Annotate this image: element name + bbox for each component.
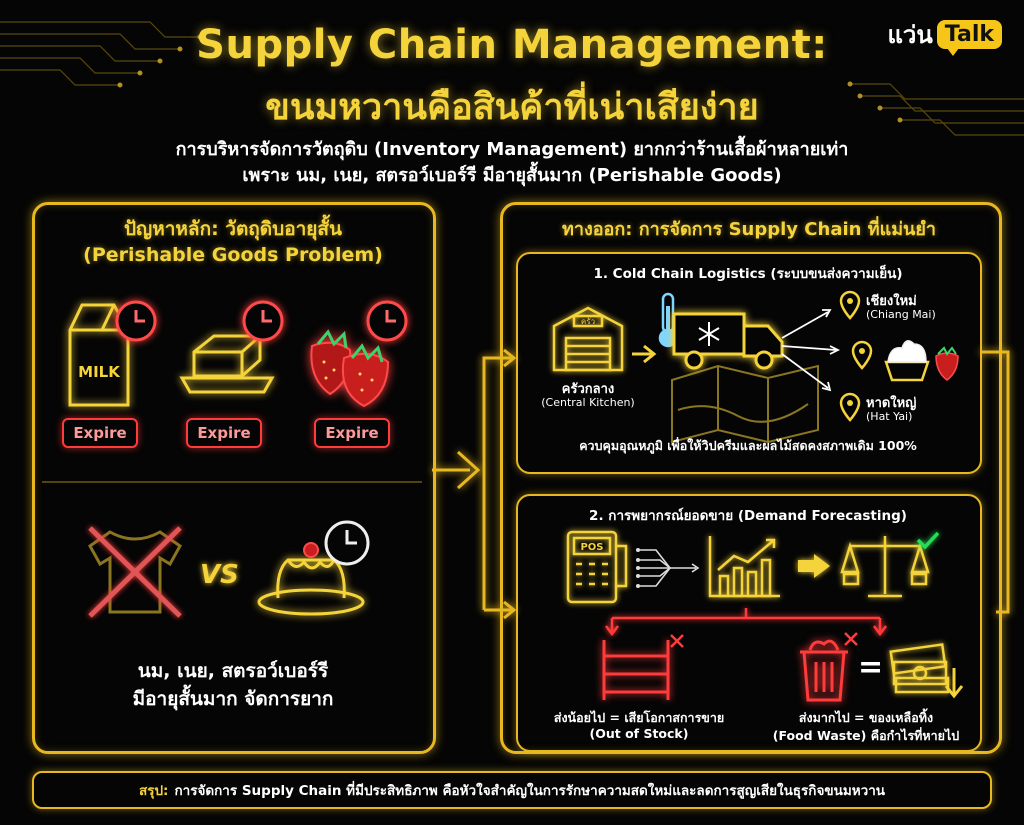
subtitle-line1: การบริหารจัดการวัตถุดิบ (Inventory Manag… [175,139,849,160]
under-supply-line2: (Out of Stock) [589,726,689,741]
problem-panel [32,202,436,754]
strawberry-icon [310,329,390,408]
dessert-icon [257,542,365,616]
clock-icon-strawberry [366,300,408,342]
brand-logo: แว่น Talk [887,14,1002,56]
cold-chain-title: 1. Cold Chain Logistics (ระบบขนส่งความเย… [593,266,903,282]
location-pin-icon-hatyai [839,392,861,422]
brand-text: แว่น [887,20,933,49]
vs-label: VS [200,560,239,590]
destination-hatyai-th: หาดใหญ่ [866,396,917,411]
location-pin-icon-chiangmai [839,290,861,320]
expire-badge-strawberry: Expire [314,418,390,448]
crossed-shirt-icon [88,526,182,618]
equals-sign: = [858,650,884,685]
page-title-line1: Supply Chain Management: [196,22,828,68]
balance-scale-icon [840,536,930,598]
pos-label: POS [580,542,603,553]
refrigerated-truck-icon [672,312,784,370]
kitchen-label-th: ครัวกลาง [561,382,615,397]
solution-heading: ทางออก: การจัดการ Supply Chain ที่แม่นยำ [561,219,937,240]
clock-icon-dessert [324,520,370,566]
location-pin-icon-middle [851,340,873,370]
problem-caption-line1: นม, เนย, สตรอว์เบอร์รี [137,660,329,682]
clock-icon-butter [242,300,284,342]
cold-chain-panel [516,252,982,474]
waste-bin-icon [800,639,848,702]
money-loss-icon [889,643,964,699]
brand-badge: Talk [936,19,1002,56]
divider [42,481,422,483]
whipped-cream-dessert-icon [884,340,930,382]
page-title-line2: ขนมหวานคือสินค้าที่เน่าเสียง่าย [265,87,759,128]
summary-bar: สรุป: การจัดการ Supply Chain ที่มีประสิท… [32,771,992,809]
cross-icon-shelf [670,634,684,648]
problem-heading-th: ปัญหาหลัก: วัตถุดิบอายุสั้น [123,218,343,240]
arrow-right-icon [632,344,657,364]
map-icon [671,364,819,444]
milk-label: MILK [78,363,121,381]
kitchen-label-en: (Central Kitchen) [541,396,635,409]
data-stream-icon [636,548,700,588]
subtitle-line2: เพราะ นม, เนย, สตรอว์เบอร์รี มีอายุสั้นม… [242,165,782,186]
cross-icon-bin [844,632,858,646]
forecast-panel [516,494,982,752]
summary-text: การจัดการ Supply Chain ที่มีประสิทธิภาพ … [174,783,886,799]
sales-chart-icon [708,536,780,598]
clock-icon-milk [115,300,157,342]
strawberry-small-icon [935,346,959,381]
under-supply-line1: ส่งน้อยไป = เสียโอกาสการขาย [553,710,725,725]
cold-chain-note: ควบคุมอุณหภูมิ เพื่อให้วิปครีมและผลไม้สด… [579,438,917,453]
kitchen-sign: ครัว [581,317,595,326]
problem-heading-en: (Perishable Goods Problem) [83,244,383,266]
destination-chiangmai-th: เชียงใหม่ [866,294,917,309]
over-supply-line1: ส่งมากไป = ของเหลือทิ้ง [798,710,934,725]
warehouse-icon: ครัว [552,306,624,372]
arrow-right-icon-forecast [798,554,830,578]
empty-shelf-icon [602,640,670,700]
summary-lead: สรุป: [138,783,169,799]
expire-badge-milk: Expire [62,418,138,448]
destination-hatyai-en: (Hat Yai) [866,410,913,423]
destination-chiangmai-en: (Chiang Mai) [866,308,936,321]
check-icon [916,531,940,550]
problem-caption-line2: มีอายุสั้นมาก จัดการยาก [132,688,334,710]
forecast-title: 2. การพยากรณ์ยอดขาย (Demand Forecasting) [589,508,907,524]
pos-terminal-icon: POS [566,530,628,604]
expire-badge-butter: Expire [186,418,262,448]
solution-panel [500,202,1002,754]
over-supply-line2: (Food Waste) คือกำไรที่หายไป [772,728,960,743]
